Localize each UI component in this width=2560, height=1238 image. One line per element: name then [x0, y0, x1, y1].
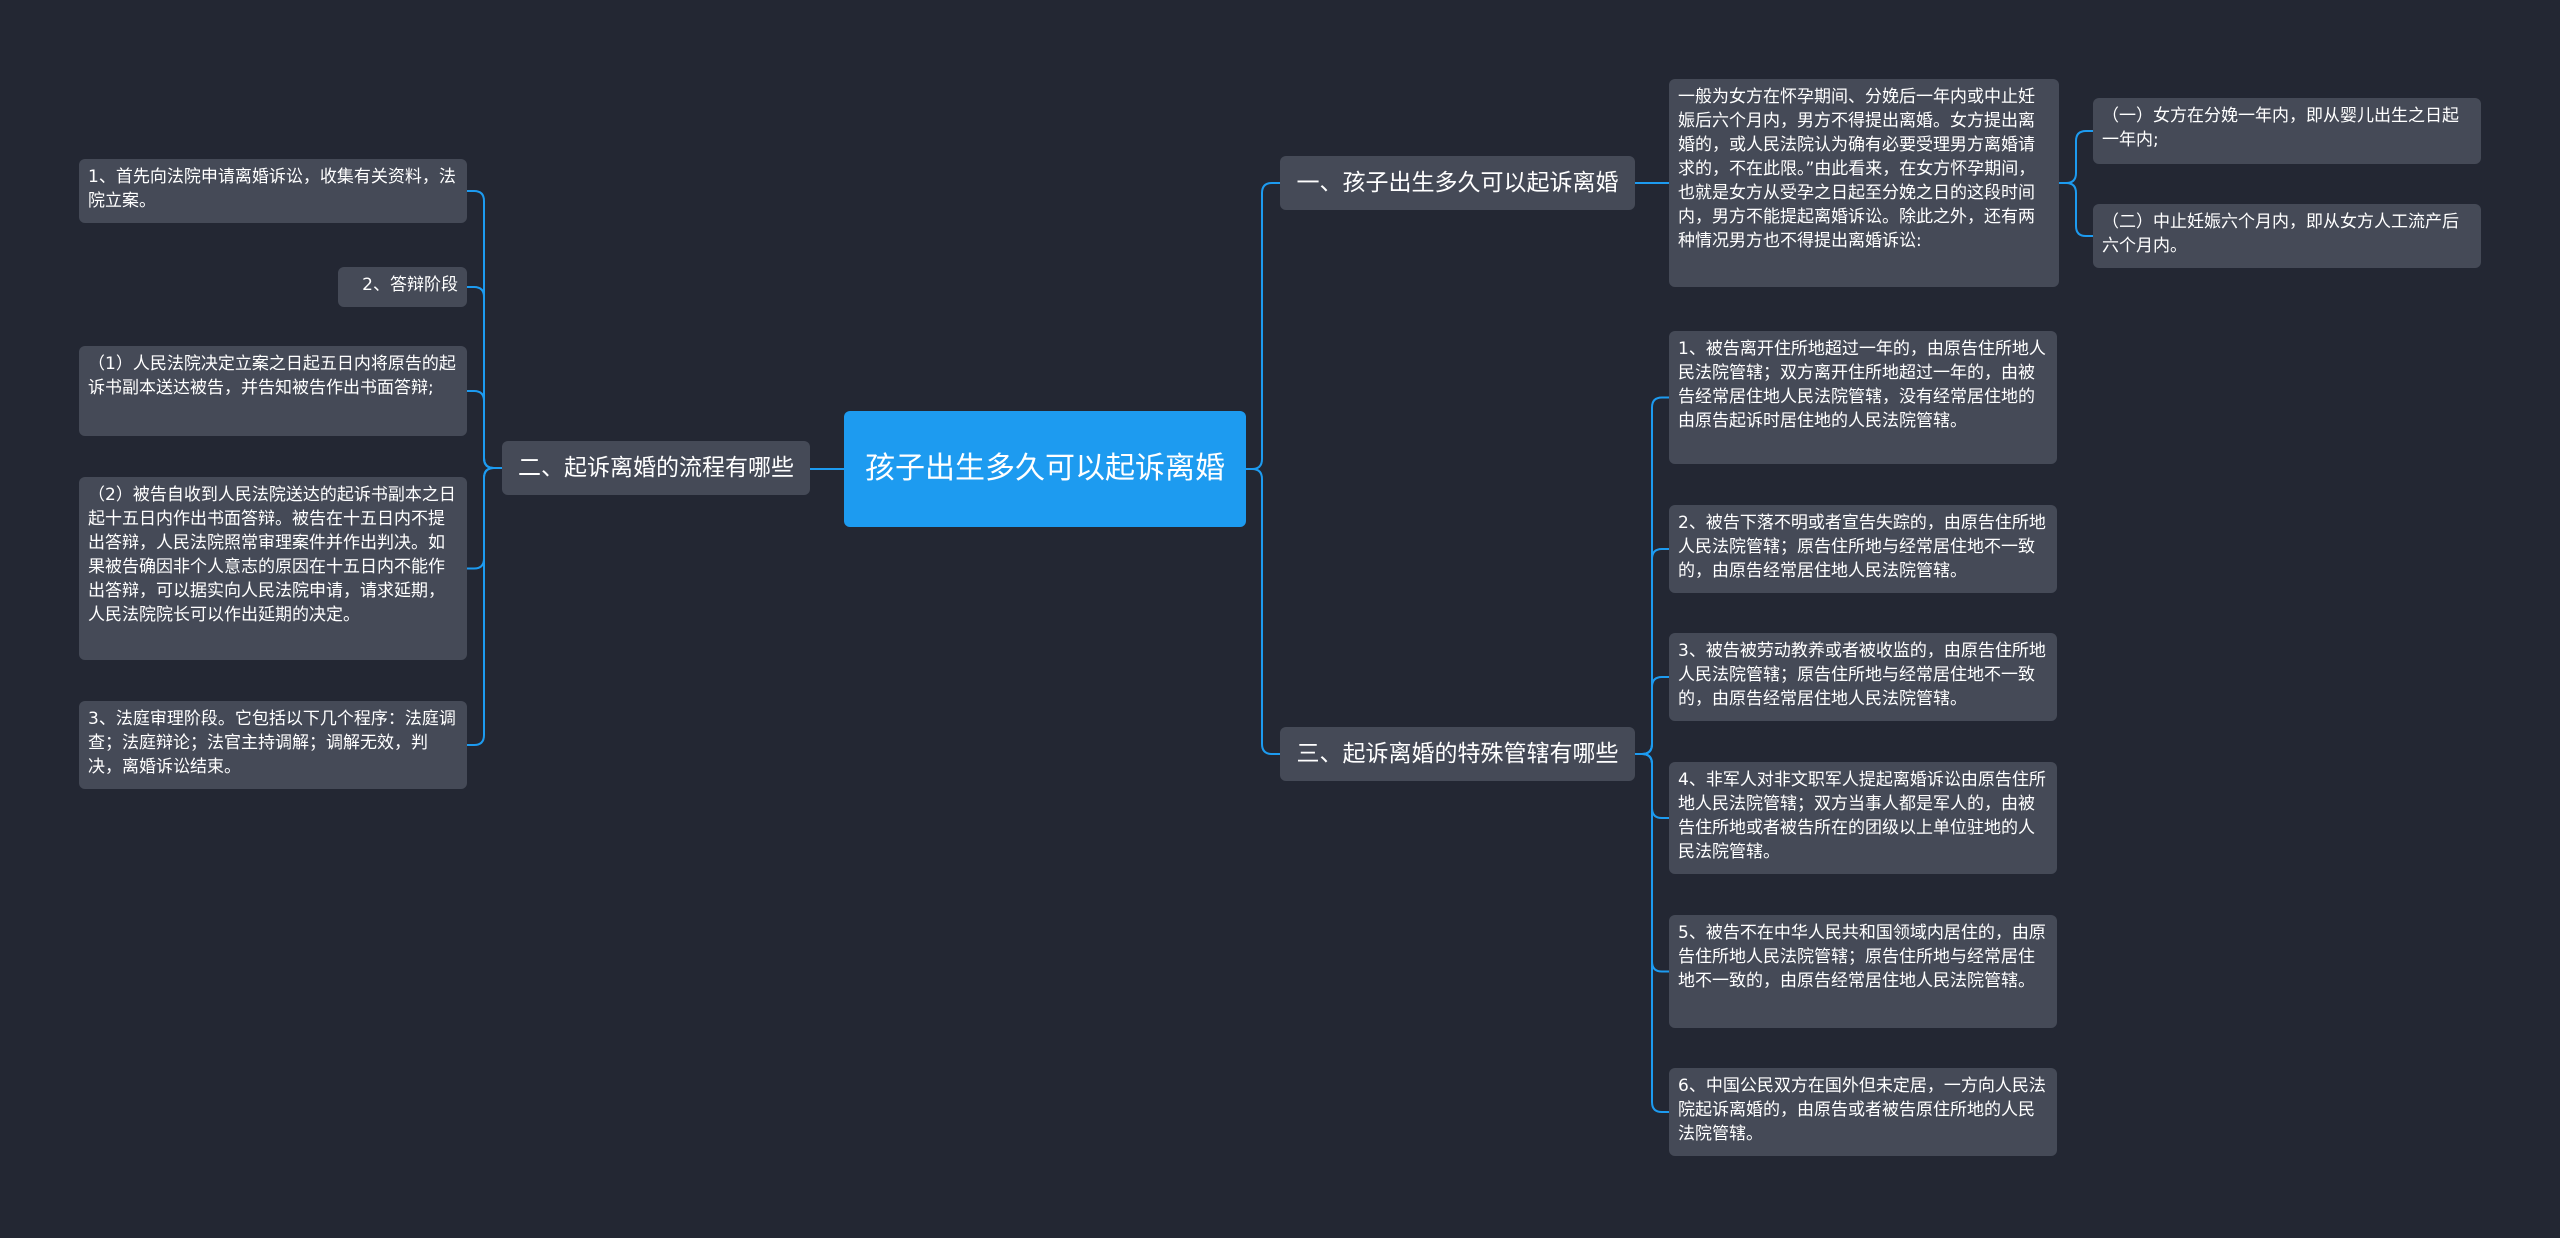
- b3-item-4[interactable]: 4、非军人对非文职军人提起离婚诉讼由原告住所地人民法院管辖；双方当事人都是军人的…: [1669, 762, 2057, 874]
- link-b2-item-5: [467, 467, 502, 746]
- branch-2-title: 二、起诉离婚的流程有哪些: [518, 455, 794, 481]
- b1-sub-1[interactable]: （一）女方在分娩一年内，即从婴儿出生之日起一年内;: [2093, 98, 2481, 164]
- link-b3-item-6: [1635, 753, 1669, 1113]
- branch-node-1[interactable]: 一、孩子出生多久可以起诉离婚: [1280, 156, 1635, 210]
- b3-item-2[interactable]: 2、被告下落不明或者宣告失踪的，由原告住所地人民法院管辖；原告住所地与经常居住地…: [1669, 505, 2057, 593]
- link-detail-sub1: [2059, 130, 2093, 184]
- b2-item-2[interactable]: 2、答辩阶段: [338, 267, 467, 307]
- b3-item-3[interactable]: 3、被告被劳动教养或者被收监的，由原告住所地人民法院管辖；原告住所地与经常居住地…: [1669, 633, 2057, 721]
- link-root-b3: [1246, 468, 1280, 755]
- b2-item-3[interactable]: （1）人民法院决定立案之日起五日内将原告的起诉书副本送达被告，并告知被告作出书面…: [79, 346, 467, 436]
- branch-node-2[interactable]: 二、起诉离婚的流程有哪些: [502, 441, 810, 495]
- b2-item-5[interactable]: 3、法庭审理阶段。它包括以下几个程序：法庭调查；法庭辩论；法官主持调解；调解无效…: [79, 701, 467, 789]
- b3-item-1[interactable]: 1、被告离开住所地超过一年的，由原告住所地人民法院管辖；双方离开住所地超过一年的…: [1669, 331, 2057, 464]
- link-root-b1: [1246, 182, 1280, 470]
- b1-sub-2[interactable]: （二）中止妊娠六个月内，即从女方人工流产后六个月内。: [2093, 204, 2481, 268]
- branch-1-title: 一、孩子出生多久可以起诉离婚: [1296, 170, 1619, 196]
- link-detail-sub2: [2059, 182, 2093, 237]
- branch-3-title: 三、起诉离婚的特殊管辖有哪些: [1296, 741, 1619, 767]
- branch-node-3[interactable]: 三、起诉离婚的特殊管辖有哪些: [1280, 727, 1635, 781]
- b3-item-5[interactable]: 5、被告不在中华人民共和国领域内居住的，由原告住所地人民法院管辖；原告住所地与经…: [1669, 915, 2057, 1028]
- root-node[interactable]: 孩子出生多久可以起诉离婚: [844, 411, 1246, 527]
- link-b2-item-3: [467, 390, 502, 469]
- b2-item-1[interactable]: 1、首先向法院申请离婚诉讼，收集有关资料，法院立案。: [79, 159, 467, 223]
- link-b3-item-3: [1635, 676, 1669, 755]
- b2-item-4[interactable]: （2）被告自收到人民法院送达的起诉书副本之日起十五日内作出书面答辩。被告在十五日…: [79, 477, 467, 660]
- b1-detail-main[interactable]: 一般为女方在怀孕期间、分娩后一年内或中止妊娠后六个月内，男方不得提出离婚。女方提…: [1669, 79, 2059, 287]
- root-title: 孩子出生多久可以起诉离婚: [865, 451, 1225, 486]
- b3-item-6[interactable]: 6、中国公民双方在国外但未定居，一方向人民法院起诉离婚的，由原告或者被告原住所地…: [1669, 1068, 2057, 1156]
